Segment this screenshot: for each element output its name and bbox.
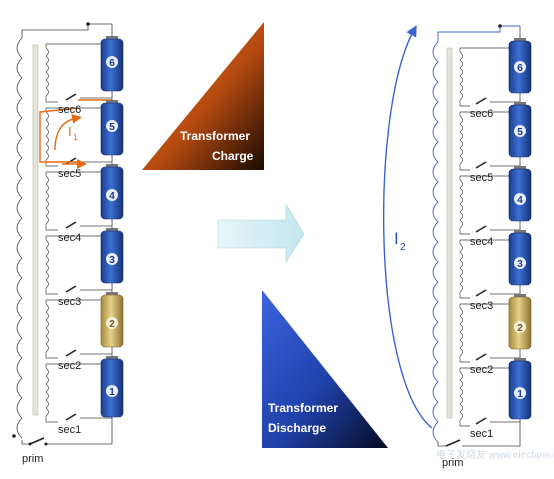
- svg-text:2: 2: [109, 319, 115, 330]
- svg-text:5: 5: [109, 122, 115, 133]
- discharge-triangle: Transformer Discharge: [262, 290, 388, 448]
- right-current-sub: 2: [400, 242, 406, 253]
- left-sec1-label: sec1: [58, 424, 81, 436]
- right-cell-3: 3: [508, 230, 532, 286]
- svg-text:3: 3: [517, 259, 523, 270]
- left-cell-2: 2: [100, 292, 124, 348]
- left-primary-coil: [16, 37, 23, 439]
- right-primary-coil: [432, 41, 439, 443]
- left-current-sub: 1: [73, 133, 78, 142]
- watermark-text: 电子发烧友 www.elecfans.com: [436, 448, 554, 461]
- svg-text:6: 6: [517, 63, 523, 74]
- left-current-label: I: [68, 124, 72, 139]
- svg-text:1: 1: [109, 387, 115, 398]
- svg-text:4: 4: [109, 191, 115, 202]
- svg-text:1: 1: [517, 389, 523, 400]
- right-circuit: I 2: [383, 24, 521, 447]
- discharge-line1: Transformer: [268, 401, 338, 415]
- right-sec6-label: sec6: [470, 108, 493, 120]
- svg-text:5: 5: [517, 127, 523, 138]
- left-cell-1: 1: [100, 356, 124, 418]
- right-cell-1: 1: [508, 358, 532, 420]
- charge-triangle: Transformer Charge: [142, 22, 264, 170]
- watermark: 电子发烧友 www.elecfans.com: [436, 448, 554, 461]
- svg-text:3: 3: [109, 255, 115, 266]
- right-prim-label: prim: [442, 457, 463, 469]
- left-cell-3: 3: [100, 228, 124, 284]
- right-cells: 6 5 4 3 2 1: [508, 38, 532, 420]
- left-cell-4: 4: [100, 164, 124, 220]
- right-sec2-label: sec2: [470, 364, 493, 376]
- left-sec6-label: sec6: [58, 104, 81, 116]
- right-cell-6: 6: [508, 38, 532, 94]
- left-cells: 6 5 4 3 2 1: [100, 36, 124, 418]
- charge-line1: Transformer: [180, 129, 250, 143]
- discharge-line2: Discharge: [268, 421, 326, 435]
- right-sec3-label: sec3: [470, 300, 493, 312]
- left-sec2-label: sec2: [58, 360, 81, 372]
- right-cell-5: 5: [508, 102, 532, 158]
- right-current-label: I: [394, 229, 399, 248]
- left-sec3-label: sec3: [58, 296, 81, 308]
- left-sec5-label: sec5: [58, 168, 81, 180]
- right-sec1-label: sec1: [470, 428, 493, 440]
- left-cell-6: 6: [100, 36, 124, 92]
- right-core-bar: [446, 47, 453, 419]
- left-switch-labels: sec6 sec5 sec4 sec3 sec2 sec1 prim: [22, 104, 81, 465]
- right-switch-labels: sec6 sec5 sec4 sec3 sec2 sec1 prim: [442, 108, 493, 469]
- charge-line2: Charge: [212, 149, 254, 163]
- right-sec4-label: sec4: [470, 236, 493, 248]
- transition-arrow: [217, 202, 305, 264]
- left-prim-label: prim: [22, 453, 43, 465]
- svg-text:4: 4: [517, 195, 523, 206]
- right-current-arc: [383, 25, 433, 429]
- left-circuit: I 1: [12, 22, 113, 446]
- left-sec4-label: sec4: [58, 232, 81, 244]
- left-cell-5: 5: [100, 100, 124, 156]
- left-core-bar: [32, 44, 39, 416]
- left-current-loop: [39, 107, 79, 163]
- right-cell-2: 2: [508, 294, 532, 350]
- right-cell-4: 4: [508, 166, 532, 222]
- svg-text:6: 6: [109, 58, 115, 69]
- svg-text:2: 2: [517, 323, 523, 334]
- right-sec5-label: sec5: [470, 172, 493, 184]
